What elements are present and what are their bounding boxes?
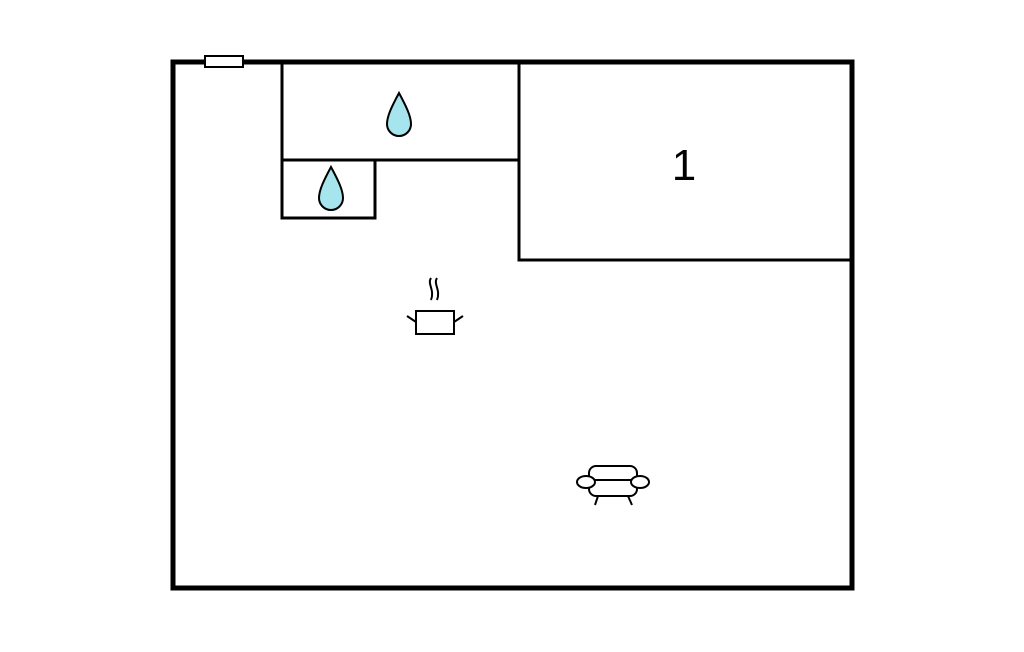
sofa-icon bbox=[576, 465, 650, 506]
water-drop-icon bbox=[385, 90, 413, 137]
toilet-room bbox=[280, 158, 377, 220]
bedroom-label: 1 bbox=[672, 141, 696, 190]
cooking-pot-icon bbox=[406, 277, 464, 335]
door-icon bbox=[204, 55, 244, 68]
bedroom-room bbox=[517, 60, 854, 262]
outer-wall bbox=[170, 59, 855, 591]
water-drop-icon bbox=[317, 164, 345, 211]
